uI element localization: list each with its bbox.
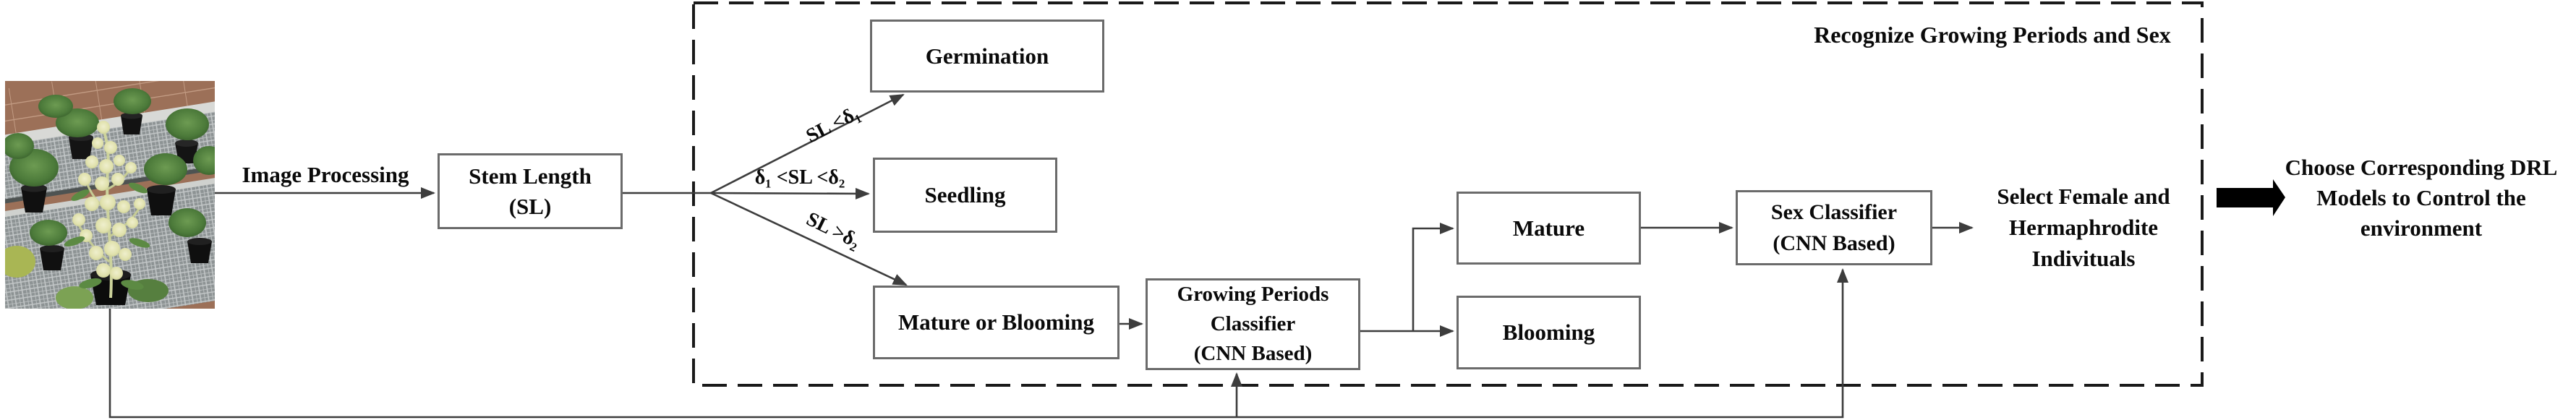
mature-box[interactable]: Mature xyxy=(1457,192,1641,265)
stem-length-box[interactable]: Stem Length (SL) xyxy=(438,153,623,229)
blooming-plant xyxy=(64,121,150,299)
blooming-box[interactable]: Blooming xyxy=(1457,296,1641,369)
region-title: Recognize Growing Periods and Sex xyxy=(1814,22,2171,48)
plant-photo-art xyxy=(0,61,246,335)
choose-line2: DRL Models to Control xyxy=(2316,155,2558,210)
sex-classifier-line2: (CNN Based) xyxy=(1773,231,1895,255)
select-line2: Hermaphrodite xyxy=(2008,215,2159,240)
gpc-line1: Growing Periods xyxy=(1177,283,1329,306)
connector-branch-to-germination xyxy=(710,93,905,194)
connector-branch-to-mature-or-blooming xyxy=(710,192,908,286)
mature-or-blooming-box[interactable]: Mature or Blooming xyxy=(873,286,1119,359)
stem-length-line2: (SL) xyxy=(508,193,552,219)
mature-or-blooming-label: Mature or Blooming xyxy=(898,309,1094,335)
plant-photo xyxy=(0,61,246,335)
select-individuals-text: Select Female and Hermaphrodite Indivitu… xyxy=(1982,181,2185,274)
blooming-label: Blooming xyxy=(1502,320,1595,345)
sex-classifier-box[interactable]: Sex Classifier (CNN Based) xyxy=(1736,190,1932,265)
growing-periods-classifier-box[interactable]: Growing Periods Classifier (CNN Based) xyxy=(1146,278,1360,370)
connector-riser-to-mature xyxy=(1412,223,1454,331)
sex-classifier-line1: Sex Classifier xyxy=(1770,200,1898,224)
choose-drl-text: Choose Corresponding DRL Models to Contr… xyxy=(2284,153,2559,244)
select-line1: Select Female and xyxy=(1997,184,2170,209)
select-line3: Indivituals xyxy=(2031,246,2136,271)
germination-box[interactable]: Germination xyxy=(870,20,1104,93)
solid-arrow-to-drl xyxy=(2217,179,2285,216)
image-processing-label: Image Processing xyxy=(242,162,409,187)
mature-label: Mature xyxy=(1512,215,1585,241)
feedback-line-photo-to-sex-classifier xyxy=(108,268,1848,419)
gpc-line3: (CNN Based) xyxy=(1193,342,1313,365)
choose-line1: Choose Corresponding xyxy=(2285,155,2505,180)
gpc-line2: Classifier xyxy=(1210,312,1296,335)
germination-label: Germination xyxy=(925,43,1049,69)
seedling-label: Seedling xyxy=(924,182,1006,207)
recognize-region-dashed-border xyxy=(692,1,2204,387)
stem-length-line1: Stem Length xyxy=(469,163,592,189)
branch-label-delta1-lt-sl-lt-delta2: δ₁ <SL <δ₂ xyxy=(754,166,845,189)
connector-branch-to-seedling xyxy=(710,187,870,200)
choose-line3: the environment xyxy=(2360,185,2526,241)
seedling-box[interactable]: Seedling xyxy=(873,158,1057,233)
